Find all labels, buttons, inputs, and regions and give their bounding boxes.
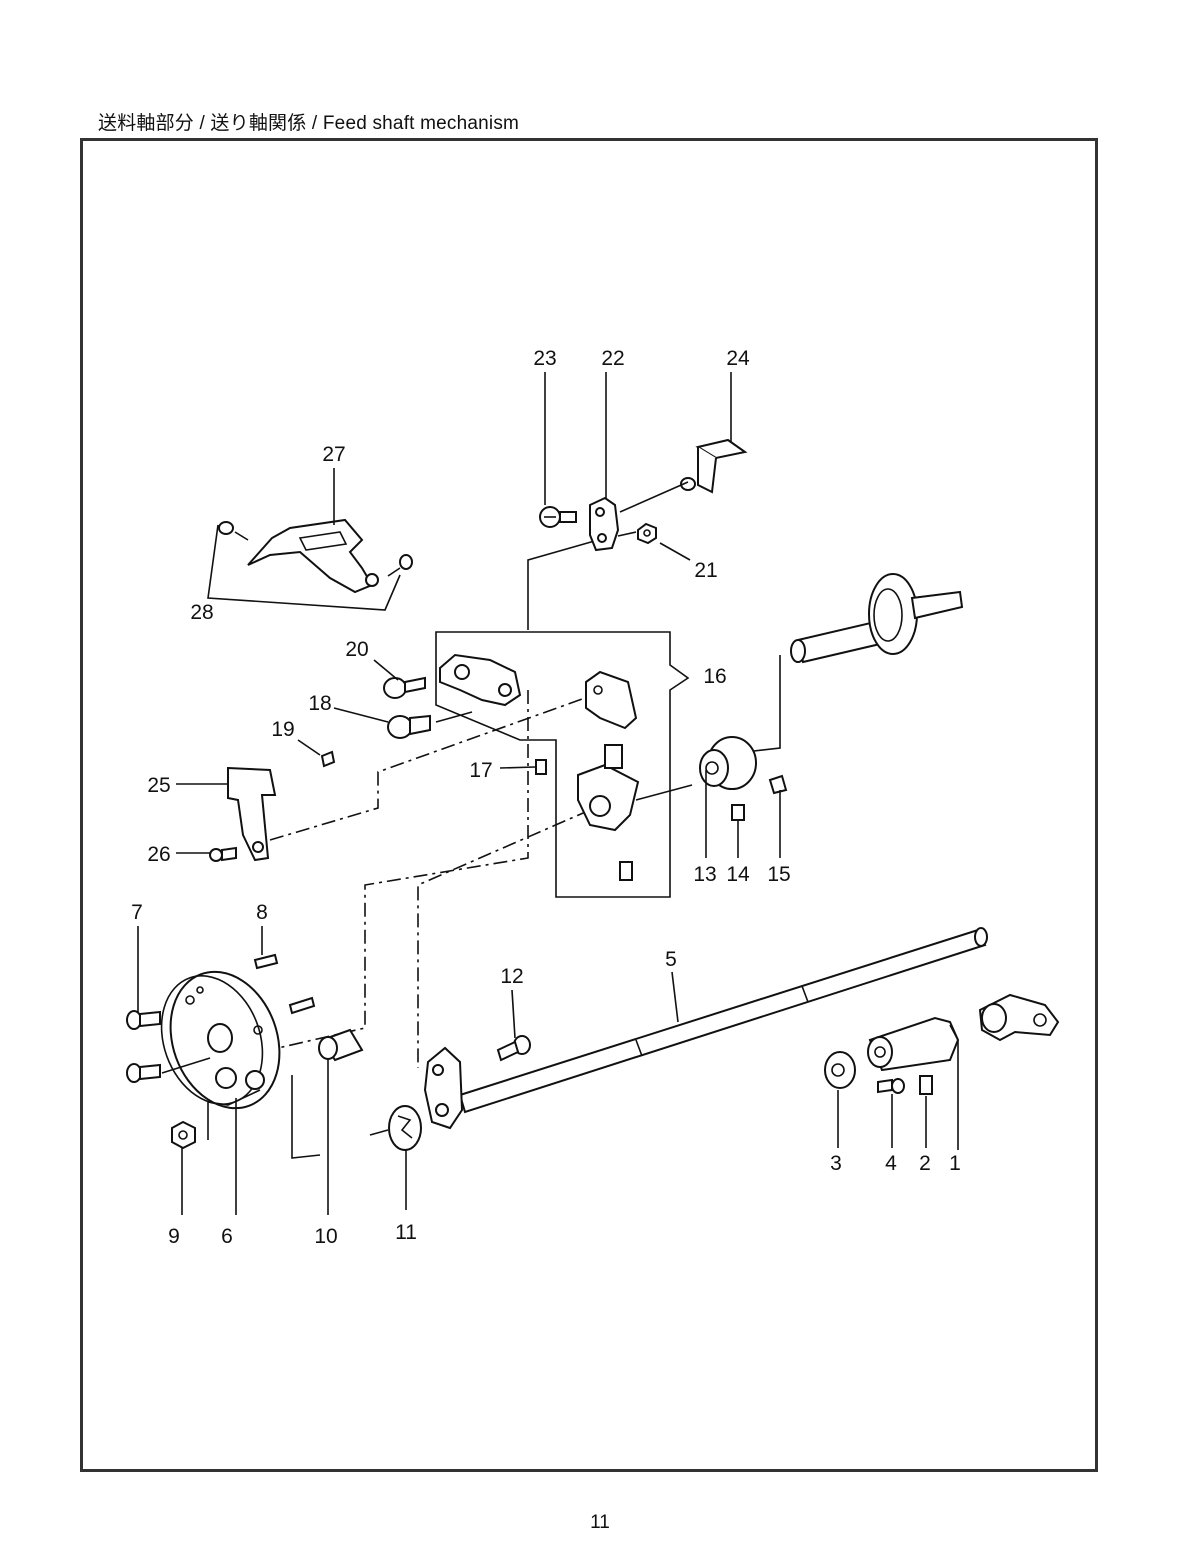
- part-22-link: [590, 498, 618, 550]
- callout-27: 27: [322, 443, 345, 466]
- part-25-arm: [228, 768, 275, 860]
- callout-12: 12: [500, 965, 523, 988]
- callout-11: 11: [395, 1221, 417, 1244]
- part-14-set-screw: [732, 805, 744, 820]
- callout-16: 16: [703, 665, 726, 688]
- part-16-upper-block: [586, 672, 636, 728]
- part-10-eccentric-pin: [292, 1030, 362, 1158]
- part-11-rotor: [370, 1106, 421, 1150]
- callout-1: 1: [949, 1152, 961, 1175]
- part-4-screw: [878, 1079, 904, 1148]
- part-5-main-shaft: [460, 928, 987, 1112]
- callout-23: 23: [533, 347, 556, 370]
- part-17-set-screw: [536, 760, 546, 774]
- part-27-feed-bracket: [248, 520, 378, 592]
- callout-22: 22: [601, 347, 624, 370]
- part-18-shoulder-screw: [388, 712, 472, 738]
- upper-right-link: [980, 995, 1058, 1040]
- callout-15: 15: [767, 863, 790, 886]
- part-16-rocker-crank: [440, 655, 520, 705]
- part-12-screw: [498, 1036, 530, 1060]
- part-15-set-screw: [770, 776, 786, 793]
- callout-14: 14: [726, 863, 750, 886]
- callout-9: 9: [168, 1225, 180, 1248]
- part-9-nut: [172, 1122, 195, 1148]
- callout-8: 8: [256, 901, 268, 924]
- part-20-screw: [384, 678, 425, 698]
- callout-20: 20: [345, 638, 368, 661]
- part-26-screw: [210, 848, 236, 861]
- callout-6: 6: [221, 1225, 233, 1248]
- assembly-guide-lines: [270, 540, 598, 1068]
- part-16-lower-block: [578, 745, 692, 880]
- part-13-bushing: [700, 737, 756, 789]
- callout-13: 13: [693, 863, 716, 886]
- shaft-crank-lever: [425, 1048, 462, 1128]
- page-number: 11: [0, 1512, 1200, 1534]
- callout-25: 25: [147, 774, 170, 797]
- part-24-stud: [620, 440, 745, 512]
- callout-18: 18: [308, 692, 331, 715]
- callout-7: 7: [131, 901, 143, 924]
- callout-24: 24: [726, 347, 750, 370]
- callout-3: 3: [830, 1152, 842, 1175]
- upper-feed-shaft: [745, 574, 962, 752]
- part-21-nut: [618, 524, 656, 543]
- part-2-set-screw: [920, 1076, 932, 1148]
- part-6-cam-plate: [144, 956, 297, 1140]
- callout-19: 19: [271, 718, 294, 741]
- part-3-collar: [825, 1052, 855, 1148]
- callout-28: 28: [190, 601, 213, 624]
- callout-4: 4: [885, 1152, 897, 1175]
- callout-17: 17: [469, 759, 492, 782]
- callout-26: 26: [147, 843, 170, 866]
- callout-2: 2: [919, 1152, 931, 1175]
- part-23-screw: [540, 507, 576, 527]
- part-19-pin: [322, 752, 334, 766]
- callout-10: 10: [314, 1225, 337, 1248]
- callout-21: 21: [694, 559, 717, 582]
- callout-5: 5: [665, 948, 677, 971]
